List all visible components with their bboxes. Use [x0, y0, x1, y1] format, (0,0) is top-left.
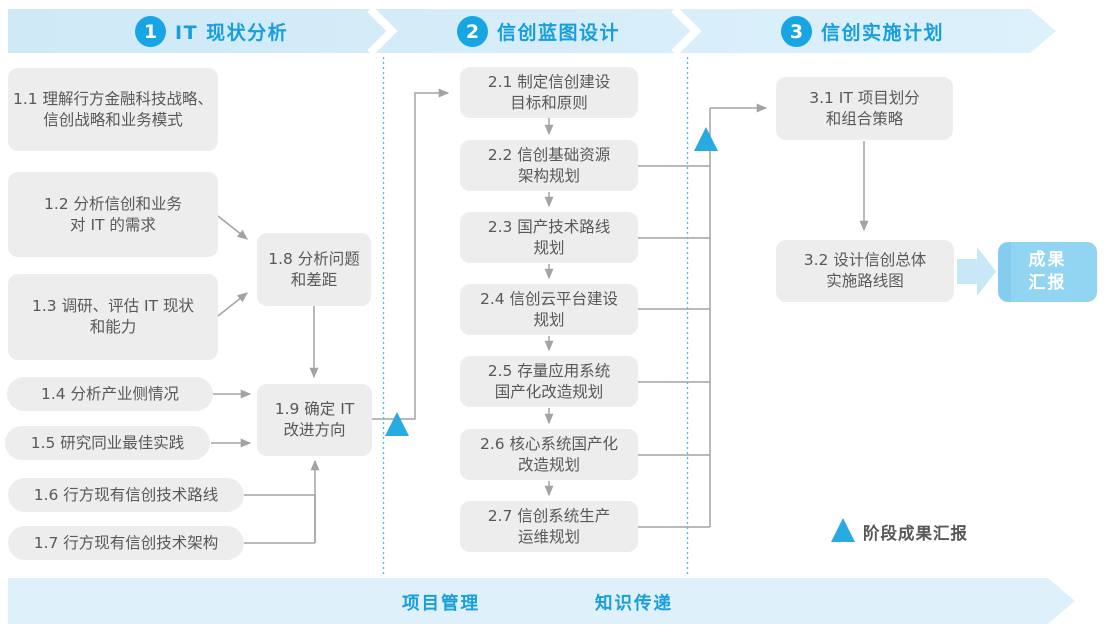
step-2-6-box: 2.6 核心系统国产化 改造规划	[460, 429, 638, 480]
phase-1-title: IT 现状分析	[175, 22, 289, 44]
step-3-2-box: 3.2 设计信创总体 实施路线图	[776, 240, 954, 302]
result-block-arrow	[957, 247, 996, 296]
phase-3-header: 3 信创实施计划	[781, 16, 944, 47]
legend-milestone-label: 阶段成果汇报	[863, 524, 968, 543]
step-1-1-box: 1.1 理解行方金融科技战略、 信创战略和业务模式	[8, 68, 218, 151]
step-2-4-box: 2.4 信创云平台建设 规划	[460, 284, 638, 335]
step-3-1-box: 3.1 IT 项目划分 和组合策略	[776, 77, 953, 140]
phase-2-title: 信创蓝图设计	[497, 22, 621, 44]
step-1-2-box: 1.2 分析信创和业务 对 IT 的需求	[8, 172, 218, 257]
step-2-5-box: 2.5 存量应用系统 国产化改造规划	[460, 356, 638, 407]
step-1-4-box: 1.4 分析产业侧情况	[7, 377, 213, 411]
milestone-triangle-phase1	[385, 412, 409, 436]
phase-1-header: 1 IT 现状分析	[135, 16, 288, 47]
step-2-1-box: 2.1 制定信创建设 目标和原则	[460, 67, 638, 118]
phase-2-header: 2 信创蓝图设计	[457, 16, 620, 47]
ribbon-chevron-divider-1	[367, 6, 398, 56]
bottom-ribbon-arrow	[8, 578, 1075, 624]
footer-label-project-management: 项目管理	[402, 594, 480, 614]
step-1-5-box: 1.5 研究同业最佳实践	[5, 426, 210, 460]
step-1-3-box: 1.3 调研、评估 IT 现状 和能力	[8, 274, 218, 360]
step-1-9-box: 1.9 确定 IT 改进方向	[257, 384, 372, 456]
step-1-7-box: 1.7 行方现有信创技术架构	[8, 526, 244, 560]
legend-milestone-triangle	[831, 518, 855, 542]
step-2-2-box: 2.2 信创基础资源 架构规划	[460, 140, 638, 191]
step-2-7-box: 2.7 信创系统生产 运维规划	[460, 501, 638, 552]
phase-1-number-badge: 1	[135, 16, 166, 47]
phase-2-number-badge: 2	[457, 16, 488, 47]
step-2-3-box: 2.3 国产技术路线 规划	[460, 212, 638, 263]
result-report-box: 成果 汇报	[998, 242, 1097, 302]
step-1-6-box: 1.6 行方现有信创技术路线	[8, 478, 244, 512]
milestone-triangle-phase2	[694, 127, 718, 151]
step-1-8-box: 1.8 分析问题 和差距	[257, 233, 371, 306]
phase-3-number-badge: 3	[781, 16, 812, 47]
footer-label-knowledge-transfer: 知识传递	[595, 594, 673, 614]
phase-3-title: 信创实施计划	[821, 22, 945, 44]
ribbon-chevron-divider-2	[671, 6, 702, 56]
